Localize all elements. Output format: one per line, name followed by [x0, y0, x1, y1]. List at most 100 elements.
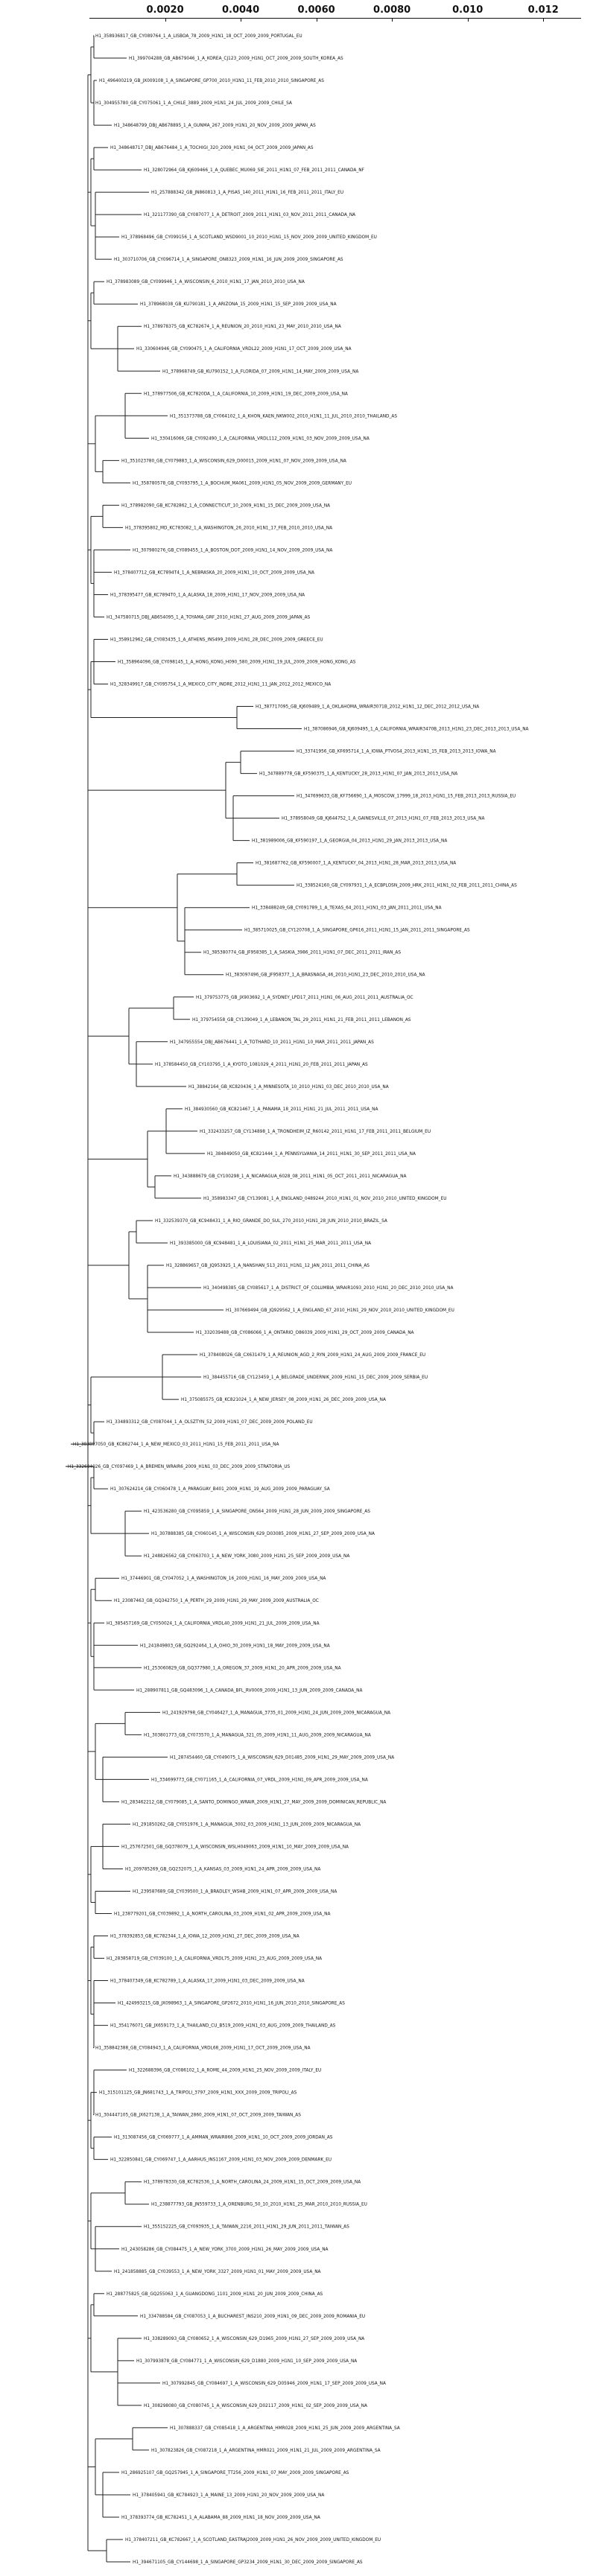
- axis-tick-mark: [392, 18, 393, 22]
- axis-tick-label: 0.012: [527, 4, 559, 16]
- leaf-label: H1_381989006_GB_KF590197_1_A_GEORGIA_04_…: [252, 839, 447, 844]
- leaf-label: H1_378958049_GB_KJ644752_1_A_GAINESVILLE…: [282, 817, 485, 821]
- leaf-label: H1_379753775_GB_JX903692_1_A_SYDNEY_LPD1…: [196, 996, 413, 1000]
- axis-tick-mark: [543, 18, 545, 22]
- leaf-label: H1_423536280_GB_CY095859_1_A_SINGAPORE_O…: [144, 1510, 370, 1514]
- leaf-label: H1_385710025_GB_CY120708_1_A_SINGAPORE_G…: [244, 929, 470, 933]
- leaf-label: H1_238877793_GB_JN559733_1_A_ORENBURG_50…: [151, 2203, 367, 2207]
- leaf-label: H1_378407712_GB_KC7894T4_1_A_NEBRASKA_20…: [114, 570, 314, 575]
- leaf-label: H1_354176071_GB_JX659173_1_A_THAILAND_CU…: [110, 2024, 336, 2029]
- leaf-label: H1_378405941_GB_KC784923_1_A_MAINE_13_20…: [133, 2493, 324, 2498]
- leaf-label: H1_399704288_GB_AB679046_1_A_KOREA_CJ123…: [129, 57, 343, 61]
- leaf-label: H1_307888385_GB_CY060145_1_A_WISCONSIN_6…: [151, 1532, 375, 1536]
- leaf-label: H1_338488249_GB_CY091789_1_A_TEXAS_64_20…: [252, 906, 442, 911]
- leaf-label: H1_291850262_GB_CY051976_1_A_MANAGUA_300…: [133, 1822, 361, 1827]
- leaf-label: H1_348648717_DBJ_AB676484_1_A_TOCHIGI_32…: [110, 146, 314, 150]
- leaf-label: H1_348648799_DBJ_AB678895_1_A_GUNMA_267_…: [114, 124, 316, 128]
- leaf-label: H1_307823826_GB_CY087218_1_A_ARGENTINA_H…: [151, 2449, 381, 2453]
- tree-edges: [66, 35, 302, 2563]
- leaf-label: H1_358780578_GB_CY093795_1_A_BOCHUM_MA06…: [133, 481, 352, 486]
- leaf-label: H1_383097496_GB_JF958377_1_A_BRASNAGA_46…: [226, 973, 425, 978]
- leaf-label: H1_257672501_GB_GQ378079_1_A_WISCONSIN_W…: [121, 1845, 349, 1849]
- leaf-label: H1_385457169_GB_CY050024_1_A_CALIFORNIA_…: [107, 1621, 320, 1626]
- leaf-label: H1_347699633_GB_KF756690_1_A_MOSCOW_1799…: [297, 795, 516, 799]
- leaf-label: H1_378983089_GB_CY099946_1_A_WISCONSIN_6…: [107, 280, 305, 284]
- leaf-label: H1_378584450_GB_CY103795_1_A_KYOTO_10810…: [155, 1063, 368, 1067]
- leaf-label: H1_307992845_GB_CY084697_1_A_WISCONSIN_6…: [162, 2382, 386, 2386]
- leaf-label: H1_315101125_GB_JN681743_1_A_TRIPOLI_379…: [99, 2091, 297, 2096]
- leaf-label: H1_328349917_GB_CY095754_1_A_MEXICO_CITY…: [110, 683, 331, 687]
- leaf-label: H1_378982090_GB_KC782862_1_A_CONNECTICUT…: [121, 503, 330, 508]
- axis-tick-label: 0.0040: [221, 4, 260, 16]
- leaf-label: H1_253060829_GB_GQ377980_1_A_OREGON_37_2…: [144, 1666, 341, 1670]
- leaf-label: H1_243058286_GB_CY084475_1_A_NEW_YORK_37…: [121, 2248, 329, 2252]
- leaf-label: H1_378392853_GB_KC782344_1_A_IOWA_12_200…: [110, 1935, 299, 1939]
- leaf-label: H1_303710706_GB_CY096714_1_A_SINGAPORE_O…: [114, 258, 343, 262]
- leaf-label: H1_37446901_GB_CY047052_1_A_WASHINGTON_1…: [121, 1577, 326, 1581]
- leaf-label: H1_424993215_GB_JX098963_1_A_SINGAPORE_G…: [118, 2002, 345, 2006]
- leaf-label: H1_303801773_GB_CY073570_1_A_MANAGUA_321…: [144, 1733, 371, 1737]
- leaf-label: H1_351023780_GB_CY079883_1_A_WISCONSIN_6…: [121, 459, 346, 463]
- leaf-label: H1_307669494_GB_JQ929562_1_A_ENGLAND_67_…: [226, 1308, 454, 1313]
- leaf-label: H1_378968038_GB_KU790181_1_A_ARIZONA_15_…: [140, 302, 337, 307]
- leaf-label: H1_283462212_GB_CY079085_1_A_SANTO_DOMIN…: [121, 1800, 386, 1804]
- leaf-label: H1_308298080_GB_CY080745_1_A_WISCONSIN_6…: [144, 2404, 367, 2408]
- leaf-label: H1_378407349_GB_KC782789_1_A_ALASKA_17_2…: [110, 1979, 305, 1984]
- leaf-label: H1_38842164_GB_KC820436_1_A_MINNESOTA_10…: [188, 1085, 389, 1090]
- leaf-label: H1_378978375_GB_KC782674_1_A_REUNION_20_…: [144, 325, 341, 329]
- leaf-label: H1_287454460_GB_CY049075_1_A_WISCONSIN_6…: [170, 1755, 394, 1760]
- leaf-label: H1_378977506_GB_KC7820DA_1_A_CALIFORNIA_…: [144, 392, 348, 396]
- leaf-label: H1_358983347_GB_CY139081_1_A_ENGLAND_048…: [203, 1197, 447, 1201]
- leaf-label: H1_383897050_GB_KC862744_1_A_NEW_MEXICO_…: [73, 1443, 279, 1447]
- leaf-label: H1_378407211_GB_KC782667_1_A_SCOTLAND_EA…: [125, 2538, 381, 2542]
- leaf-label: H1_332433257_GB_CY134898_1_A_TRONDHEIM_I…: [200, 1130, 431, 1134]
- leaf-label: H1_378968496_GB_CY099156_1_A_SCOTLAND_WS…: [121, 235, 377, 240]
- leaf-label: H1_355152225_GB_CY093935_1_A_TAIWAN_2216…: [144, 2225, 349, 2230]
- leaf-label: H1_347955554_DBJ_AB676441_1_A_TOTHARD_10…: [170, 1040, 374, 1045]
- leaf-label: H1_23087463_GB_GQ342750_1_A_PERTH_29_200…: [114, 1599, 319, 1603]
- leaf-label: H1_332684026_GB_CY097469_1_A_BREMEN_WRAI…: [68, 1465, 290, 1469]
- leaf-label: H1_338524160_GB_CY097931_1_A_ECBPLOSN_20…: [297, 884, 517, 888]
- leaf-label: H1_358936817_GB_CY089764_1_A_LISBOA_78_2…: [95, 34, 302, 39]
- leaf-label: H1_307980276_GB_CY089455_1_A_BOSTON_DOT_…: [133, 548, 332, 553]
- leaf-label: H1_379754558_GB_CY139049_1_A_LEBANON_TAL…: [192, 1018, 411, 1023]
- axis-tick-label: 0.0080: [373, 4, 411, 16]
- leaf-label: H1_496400219_GB_JX009108_1_A_SINGAPORE_G…: [99, 79, 324, 83]
- leaf-label: H1_248826562_GB_CY063703_1_A_NEW_YORK_30…: [144, 1554, 349, 1559]
- leaf-label: H1_239587689_GB_CY039500_1_A_BRADLEY_WSH…: [133, 1889, 337, 1894]
- axis-tick-mark: [467, 18, 469, 22]
- leaf-label: H1_257888342_GB_JN860813_1_A_PISA5_140_2…: [151, 191, 343, 195]
- leaf-label: H1_328072964_GB_KJ609466_1_A_QUEBEC_MU06…: [144, 168, 364, 173]
- leaf-label: H1_384930560_GB_KC821467_1_A_PANAMA_18_2…: [185, 1107, 378, 1112]
- leaf-label: H1_381687762_GB_KF590007_1_A_KENTUCKY_04…: [256, 862, 456, 866]
- leaf-label: H1_288907811_GB_GQ483096_1_A_CANADA_BFL_…: [136, 1688, 363, 1693]
- leaf-label: H1_338289093_GB_CY080652_1_A_WISCONSIN_6…: [144, 2337, 364, 2341]
- axis-tick-label: 0.010: [452, 4, 484, 16]
- leaf-label: H1_378395477_GB_KC7894T0_1_A_ALASKA_18_2…: [110, 593, 305, 597]
- leaf-label: H1_283858719_GB_CY039100_1_A_CALIFORNIA_…: [107, 1957, 322, 1962]
- leaf-label: H1_387086946_GB_KJ609495_1_A_CALIFORNIA_…: [304, 728, 529, 732]
- leaf-label: H1_304955780_GB_CY075061_1_A_CHILE_3889_…: [95, 101, 292, 106]
- axis-tick-label: 0.0020: [146, 4, 184, 16]
- leaf-label: H1_387717095_GB_KJ609489_1_A_OKLAHOMA_WR…: [256, 705, 479, 710]
- leaf-label: H1_328869657_GB_JQ953925_1_A_NANSHAN_513…: [166, 1264, 370, 1268]
- leaf-label: H1_321177390_GB_CY087077_1_A_DETROIT_200…: [144, 213, 355, 217]
- axis-tick-label: 0.0060: [297, 4, 335, 16]
- leaf-label: H1_347889778_GB_KF590375_1_A_KENTUCKY_28…: [259, 772, 457, 777]
- leaf-label: H1_330416066_GB_CY092490_1_A_CALIFORNIA_…: [151, 436, 370, 441]
- leaf-label: H1_307624214_GB_CY060478_1_A_PARAGUAY_B4…: [110, 1487, 330, 1492]
- leaf-label: H1_384455716_GB_CY123459_1_A_BELGRADE_UN…: [203, 1376, 428, 1380]
- leaf-label: H1_378393774_GB_KC782451_1_A_ALABAMA_88_…: [121, 2516, 320, 2520]
- leaf-label: H1_307993878_GB_CY084771_1_A_WISCONSIN_6…: [136, 2359, 357, 2364]
- leaf-label: H1_288775825_GB_GQ255063_1_A_GUANGDONG_1…: [107, 2292, 323, 2297]
- leaf-label: H1_33741956_GB_KF695714_1_A_IOWA_PTVOS4_…: [297, 750, 496, 754]
- leaf-label: H1_347580715_DBJ_AB654095_1_A_TOYAMA_GRF…: [107, 615, 311, 620]
- leaf-label: H1_307888337_GB_CY085418_1_A_ARGENTINA_H…: [170, 2426, 400, 2431]
- leaf-label: H1_332539370_GB_KC948431_1_A_RIO_GRANDE_…: [155, 1219, 387, 1224]
- leaf-label: H1_241858885_GB_CY039553_1_A_NEW_YORK_33…: [114, 2270, 321, 2274]
- branch-length-axis: 0.0020 0.0040 0.0060 0.0080 0.010 0.012: [0, 0, 596, 30]
- leaf-label: H1_378408026_GB_CX631479_1_A_REUNION_AGD…: [200, 1353, 425, 1358]
- leaf-label: H1_330604946_GB_CY090475_1_A_CALIFORNIA_…: [136, 347, 352, 352]
- leaf-label: H1_340498385_GB_CY085617_1_A_DISTRICT_OF…: [203, 1286, 454, 1291]
